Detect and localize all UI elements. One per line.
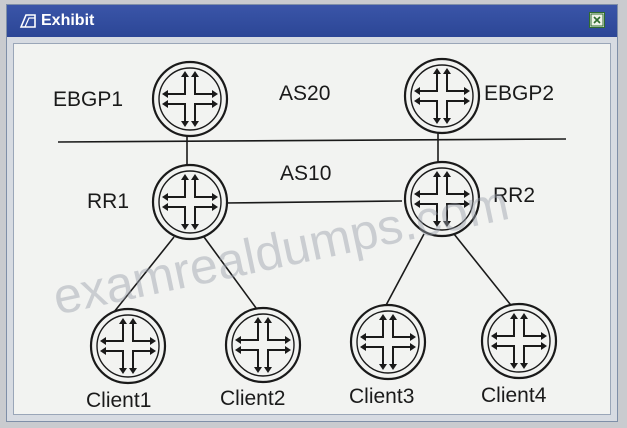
label-rr2: RR2 bbox=[493, 184, 535, 207]
label-client1: Client1 bbox=[86, 389, 151, 412]
exhibit-window: Exhibit bbox=[6, 4, 618, 422]
label-as20: AS20 bbox=[279, 82, 330, 105]
router-icon-ebgp2 bbox=[403, 57, 481, 135]
window-title: Exhibit bbox=[41, 12, 95, 29]
link-rr2-client4 bbox=[453, 233, 515, 310]
link-rr1-client1 bbox=[113, 236, 175, 313]
exhibit-icon bbox=[19, 14, 36, 28]
router-icon-ebgp1 bbox=[151, 60, 229, 138]
link-rr1-rr2 bbox=[223, 200, 403, 204]
router-icon-client4 bbox=[480, 302, 558, 380]
link-rr1-client2 bbox=[203, 236, 260, 313]
label-rr1: RR1 bbox=[87, 190, 129, 213]
diagram-area: EBGP1 AS20 EBGP2 AS10 RR1 RR2 Client1 Cl… bbox=[13, 43, 611, 415]
router-icon-client1 bbox=[89, 307, 167, 385]
router-icon-rr1 bbox=[151, 163, 229, 241]
close-button[interactable] bbox=[589, 12, 605, 28]
label-ebgp1: EBGP1 bbox=[53, 88, 123, 111]
close-icon bbox=[590, 13, 604, 27]
as-boundary-line bbox=[57, 138, 567, 143]
label-client2: Client2 bbox=[220, 387, 285, 410]
router-icon-client2 bbox=[224, 306, 302, 384]
network-diagram: EBGP1 AS20 EBGP2 AS10 RR1 RR2 Client1 Cl… bbox=[48, 57, 567, 412]
label-client4: Client4 bbox=[481, 384, 547, 407]
link-rr2-client3 bbox=[383, 233, 425, 310]
label-ebgp2: EBGP2 bbox=[484, 82, 554, 105]
label-client3: Client3 bbox=[349, 385, 414, 408]
label-as10: AS10 bbox=[280, 162, 331, 185]
router-icon-client3 bbox=[349, 303, 427, 381]
window-titlebar[interactable]: Exhibit bbox=[7, 5, 617, 37]
